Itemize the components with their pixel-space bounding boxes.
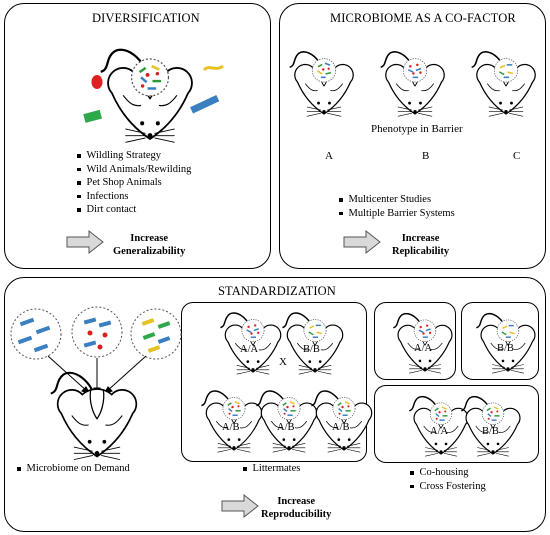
label-c: C <box>513 150 521 162</box>
label-b: B <box>422 150 430 162</box>
genotype-label-parent-aa: A/A <box>240 344 259 355</box>
reproducibility-arrow <box>221 494 259 518</box>
microbiota-source-blue <box>10 308 62 360</box>
genotype-label-offspring-3: A/B <box>332 422 350 433</box>
diversification-title: DIVERSIFICATION <box>92 11 200 25</box>
reproducibility-result: Increase Reproducibility <box>261 496 332 520</box>
recipient-mouse <box>49 371 138 461</box>
diversification-mouse <box>99 48 194 144</box>
list-item: Wildling Strategy <box>77 149 191 163</box>
list-item: Wild Animals/Rewilding <box>77 163 191 177</box>
list-item: Infections <box>77 190 191 204</box>
list-item: Co-housing <box>410 466 486 480</box>
diversification-panel <box>4 3 271 269</box>
barrier-mouse-a <box>288 51 354 118</box>
demand-label: Microbiome on Demand <box>17 462 130 476</box>
list-item: Pet Shop Animals <box>77 176 191 190</box>
separate-housing-box-bb <box>461 302 539 380</box>
standardization-panel <box>4 277 546 532</box>
replicability-result: Increase Replicability <box>392 233 450 257</box>
list-item: Dirt contact <box>77 203 191 217</box>
separate-housing-box-aa <box>374 302 456 380</box>
microbiota-source-yellow-green <box>130 308 182 360</box>
cohousing-box <box>374 385 539 463</box>
diversification-list: Wildling Strategy Wild Animals/Rewilding… <box>77 149 191 217</box>
blue-bacterium <box>190 94 220 114</box>
yellow-bacterium <box>202 64 224 72</box>
red-bacterium <box>91 75 103 89</box>
barrier-mouse-c <box>470 51 536 118</box>
microbiome-title: MICROBIOME AS A CO-FACTOR <box>330 11 516 25</box>
genotype-label-separate-bb: B/B <box>497 343 514 354</box>
list-item: Multiple Barrier Systems <box>339 207 455 221</box>
genotype-label-cohoused-aa: A/A <box>430 426 449 437</box>
genotype-label-offspring-2: A/B <box>277 422 295 433</box>
housing-list: Co-housing Cross Fostering <box>410 466 486 493</box>
littermates-box <box>181 302 367 462</box>
generalizability-arrow <box>66 230 104 254</box>
barrier-mouse-b <box>379 51 445 118</box>
microbiome-panel <box>279 3 546 269</box>
diversification-result: Increase Generalizability <box>113 233 186 257</box>
replicability-arrow <box>343 230 381 254</box>
list-item: Cross Fostering <box>410 480 486 494</box>
standardization-title: STANDARDIZATION <box>218 284 336 298</box>
littermates-label: Littermates <box>243 462 300 476</box>
label-a: A <box>325 150 333 162</box>
genotype-label-cohoused-bb: B/B <box>482 426 499 437</box>
genotype-label-offspring-1: A/B <box>222 422 240 433</box>
list-item: Multicenter Studies <box>339 193 455 207</box>
genotype-label-parent-bb: B/B <box>303 344 320 355</box>
microbiome-list: Multicenter Studies Multiple Barrier Sys… <box>339 193 455 220</box>
genotype-label-separate-aa: A/A <box>414 343 433 354</box>
barrier-subtitle: Phenotype in Barrier <box>371 123 463 135</box>
cross-symbol: X <box>279 356 287 368</box>
microbiota-source-mixed <box>71 306 123 358</box>
green-bacterium <box>83 109 102 123</box>
